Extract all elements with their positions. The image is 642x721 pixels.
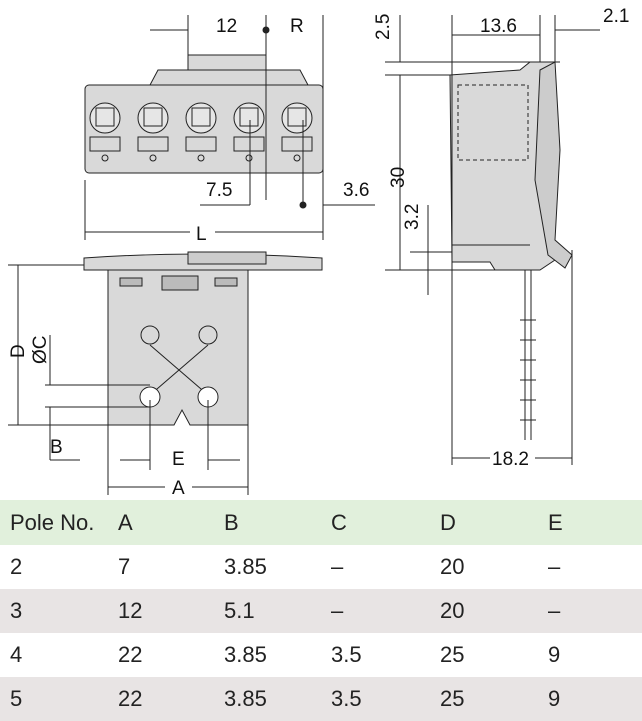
table-header: Pole No. A B C D E [0,500,642,545]
dim-a: A [172,478,185,499]
header-c: C [331,509,347,535]
cell: – [548,554,561,579]
cell: 22 [118,642,143,667]
cell: 9 [548,642,561,667]
pole-opening [137,102,169,162]
cell: 20 [440,554,465,579]
dimension-lines [8,15,600,495]
dim-height: 30 [388,167,409,188]
bottom-view [83,251,323,426]
dim-pitch: 12 [216,16,237,37]
cell: 3 [10,598,23,623]
dim-b: B [50,437,63,458]
cell: 5.1 [224,598,255,623]
dim-top-offset: 2.5 [373,14,394,40]
header-d: D [440,509,456,535]
cell: – [331,598,344,623]
cell: 3.85 [224,642,267,667]
dim-total-depth: 18.2 [492,449,529,470]
table-row: 3 12 5.1 – 20 – [0,589,642,633]
side-view [449,61,573,440]
pole-opening [281,102,313,162]
dim-base: 3.2 [402,204,423,230]
pole-opening [185,102,217,162]
cell: – [331,554,344,579]
dim-r: R [290,16,304,37]
cell: 12 [118,598,143,623]
cell: 5 [10,686,23,711]
cell: 20 [440,598,465,623]
front-view [84,54,324,174]
cell: 3.5 [331,686,362,711]
cell: 3.5 [331,642,362,667]
cell: – [548,598,561,623]
cell: 7 [118,554,131,579]
cell: 9 [548,686,561,711]
table-row: 2 7 3.85 – 20 – [0,545,642,589]
dim-d: D [8,344,29,358]
dim-c: ØC [30,336,51,365]
cell: 2 [10,554,23,579]
technical-drawing: 12 R 7.5 3.6 L D ØC B E A 2.5 13.6 2.1 3… [8,6,629,499]
dim-e: E [172,449,185,470]
dim-edge: 3.6 [343,180,369,201]
dim-lever: 2.1 [603,6,629,27]
dim-offset: 7.5 [206,180,232,201]
cell: 22 [118,686,143,711]
cell: 25 [440,642,465,667]
header-b: B [224,509,239,535]
header-e: E [548,509,563,535]
pole-opening [233,102,265,162]
dim-length: L [196,224,207,245]
cell: 3.85 [224,686,267,711]
header-pole: Pole No. [10,509,95,535]
header-a: A [118,509,133,535]
cell: 3.85 [224,554,267,579]
dimension-table: Pole No. A B C D E 2 7 3.85 – 20 – 3 12 5.1 – 20 –… [0,500,642,721]
dimension-labels: 12 R 7.5 3.6 L D ØC B E A 2.5 13.6 2.1 3… [8,6,629,499]
pole-opening [89,102,121,162]
table-row: 5 22 3.85 3.5 25 9 [0,677,642,721]
table-row: 4 22 3.85 3.5 25 9 [0,633,642,677]
cell: 25 [440,686,465,711]
cell: 4 [10,642,23,667]
dim-depth: 13.6 [480,16,517,37]
